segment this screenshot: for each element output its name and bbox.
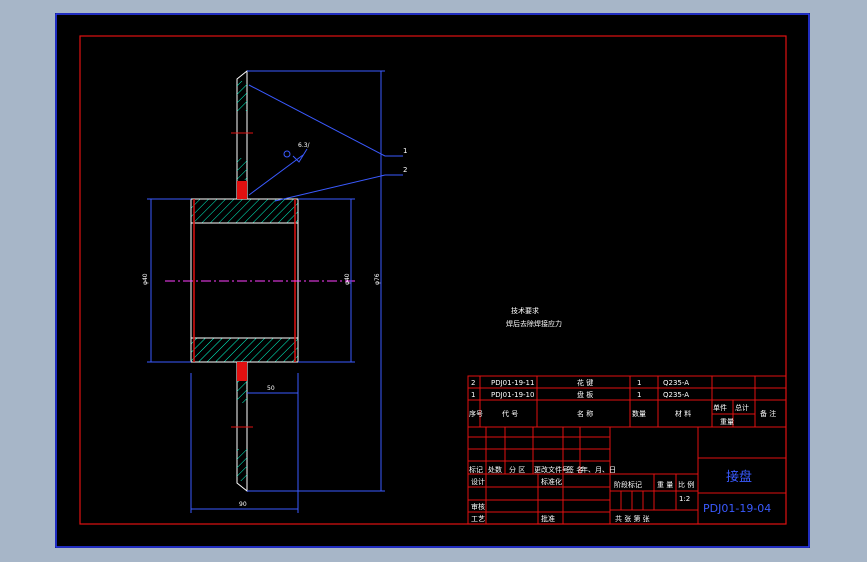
approve-label: 批准: [541, 514, 555, 523]
svg-text:Q235-A: Q235-A: [663, 379, 689, 387]
drawing-sheet: 6.3/ 1 2 φ40 φ40 φ76 50 90 技术要: [55, 13, 810, 548]
svg-text:PDJ01-19-10: PDJ01-19-10: [491, 391, 534, 399]
svg-text:盘 板: 盘 板: [577, 390, 593, 399]
bom-row-2: 2 PDJ01-19-11 花 键 1 Q235-A: [471, 378, 689, 387]
plate-bottom-hatch-b: [237, 449, 247, 481]
part-view: 6.3/ 1 2 φ40 φ40 φ76 50 90: [142, 69, 407, 513]
rev-doc: 更改文件号: [534, 465, 569, 474]
check-label: 审核: [471, 502, 485, 511]
stage-label: 阶段标记: [614, 480, 642, 489]
svg-text:花 键: 花 键: [577, 378, 593, 387]
weld-bottom: [237, 362, 247, 381]
hub-bottom-section: [190, 337, 299, 363]
bom-header: 序号 代 号 名 称 数量 材 料 单件 总计 重量 备 注: [469, 403, 776, 426]
rev-zone: 分 区: [509, 465, 525, 474]
svg-text:1: 1: [637, 391, 641, 399]
standard-label: 标准化: [541, 477, 562, 486]
svg-text:2: 2: [471, 379, 475, 387]
dim-height: φ76: [374, 273, 381, 285]
svg-text:PDJ01-19-11: PDJ01-19-11: [491, 379, 534, 387]
svg-text:序号: 序号: [469, 409, 483, 418]
svg-text:1: 1: [637, 379, 641, 387]
cad-drawing: 6.3/ 1 2 φ40 φ40 φ76 50 90 技术要: [55, 13, 810, 548]
svg-text:备 注: 备 注: [760, 409, 776, 418]
rev-count: 处数: [488, 465, 502, 474]
design-label: 设计: [471, 477, 485, 486]
part-name: 接盘: [726, 469, 752, 485]
hub-top-section: [190, 198, 299, 224]
rev-marks: 标记: [469, 465, 483, 474]
bom-table: 2 PDJ01-19-11 花 键 1 Q235-A 1 PDJ01-19-10…: [467, 375, 787, 428]
scale-value: 1:2: [679, 495, 690, 503]
dim-width: 90: [239, 501, 247, 508]
drawing-number: PDJ01-19-04: [703, 502, 771, 515]
plate-bottom-hatch-a: [237, 381, 247, 403]
leader-1: [248, 84, 403, 157]
notes-title: 技术要求: [511, 306, 539, 315]
leader-label-2: 2: [403, 166, 407, 174]
svg-text:Q235-A: Q235-A: [663, 391, 689, 399]
title-block: 标记 处数 分 区 更改文件号 签 名 年、月、日 设计 标准化 审核 工艺 批…: [467, 426, 787, 525]
outer-border: [55, 13, 810, 548]
svg-text:单件: 单件: [713, 403, 727, 412]
plate-top-hatch-a: [237, 81, 247, 111]
process-label: 工艺: [471, 515, 485, 523]
scale-label: 比 例: [678, 480, 694, 489]
svg-text:1: 1: [471, 391, 475, 399]
dim-outer-hub: φ40: [344, 273, 351, 285]
notes-line-1: 焊后去除焊接应力: [506, 319, 562, 328]
svg-text:重量: 重量: [720, 418, 734, 426]
bom-row-1: 1 PDJ01-19-10 盘 板 1 Q235-A: [471, 390, 689, 399]
rev-date: 年、月、日: [581, 465, 616, 474]
svg-text:总计: 总计: [735, 403, 749, 412]
leader-finish: [248, 154, 304, 196]
plate-top-hatch-b: [237, 158, 247, 180]
weld-top: [237, 181, 247, 199]
surface-finish-symbol: 6.3/: [283, 142, 311, 163]
drawing-frame: [79, 35, 787, 525]
leader-label-1: 1: [403, 147, 407, 155]
svg-text:名 称: 名 称: [577, 409, 593, 418]
svg-text:数量: 数量: [632, 409, 646, 418]
sheet-count: 共 张 第 张: [615, 514, 650, 523]
dimension-lines: [147, 70, 385, 513]
dim-flange: 50: [267, 385, 275, 392]
leader-2: [274, 174, 403, 202]
weight-label: 重 量: [657, 481, 673, 489]
dim-bore: φ40: [142, 273, 149, 285]
rev-sign: 签 名: [567, 465, 583, 474]
svg-text:代 号: 代 号: [502, 409, 518, 418]
svg-text:材 料: 材 料: [675, 409, 691, 418]
surface-finish-value: 6.3/: [298, 142, 311, 149]
